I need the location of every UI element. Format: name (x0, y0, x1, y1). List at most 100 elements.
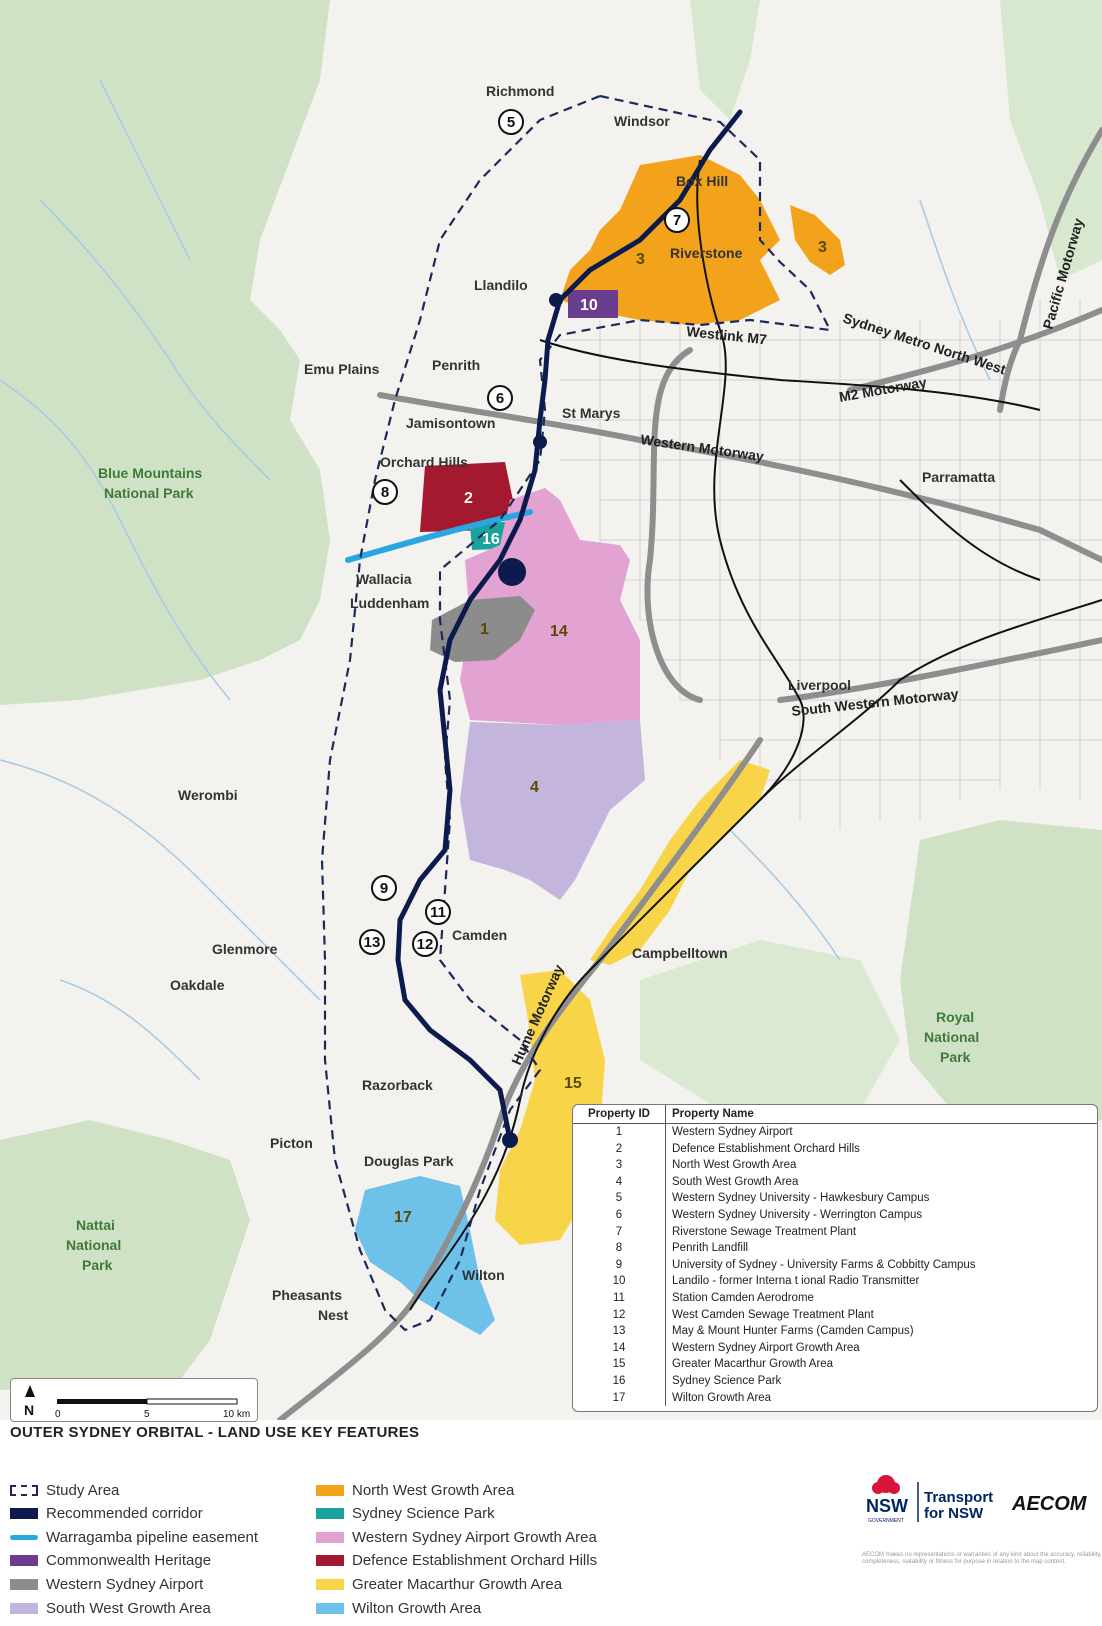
circle-marker-11: 11 (425, 899, 451, 925)
place-luddenham: Luddenham (350, 595, 429, 611)
legend-swatch (10, 1534, 38, 1540)
legend-item: Recommended corridor (10, 1504, 203, 1524)
circle-marker-12: 12 (412, 931, 438, 957)
property-id-cell: 4 (573, 1173, 666, 1191)
corridor-junction-north (549, 293, 563, 307)
map-title: OUTER SYDNEY ORBITAL - LAND USE KEY FEAT… (10, 1424, 420, 1441)
railways (409, 159, 1102, 1311)
royal-park-area (900, 820, 1102, 1140)
place-penrith: Penrith (432, 357, 480, 373)
commonwealth-heritage-area (568, 290, 618, 318)
urban-street-grid (560, 300, 1102, 830)
circle-marker-13: 13 (359, 929, 385, 955)
property-id-cell: 7 (573, 1223, 666, 1241)
place-glenmore: Glenmore (212, 941, 278, 957)
legend-swatch (316, 1484, 344, 1496)
place-wilton: Wilton (462, 1267, 505, 1283)
property-name-cell: West Camden Sewage Treatment Plant (672, 1308, 874, 1321)
property-id-cell: 15 (573, 1356, 666, 1373)
legend-item: Warragamba pipeline easement (10, 1527, 258, 1547)
legend-item: Defence Establishment Orchard Hills (316, 1551, 597, 1571)
svg-text:11: 11 (430, 904, 446, 921)
scale-bar: N 0 5 10 km (10, 1378, 258, 1422)
north-bushland-area (690, 0, 760, 120)
area-label-17: 17 (394, 1209, 412, 1226)
svg-text:9: 9 (380, 880, 388, 897)
place-picton: Picton (270, 1135, 313, 1151)
property-name-cell: Wilton Growth Area (672, 1391, 772, 1404)
legend-label: South West Growth Area (46, 1599, 211, 1617)
property-name-cell: May & Mount Hunter Farms (Camden Campus) (672, 1325, 914, 1338)
property-name-cell: Sydney Science Park (672, 1374, 782, 1387)
circle-marker-7: 7 (664, 207, 690, 233)
place-camden: Camden (452, 927, 507, 943)
legend-swatch (10, 1484, 38, 1496)
scale-tick-10: 10 km (223, 1409, 250, 1420)
place-razorback: Razorback (362, 1077, 433, 1093)
table-row: 4 South West Growth Area (573, 1173, 1097, 1191)
corridor-junction-hume (502, 1132, 518, 1148)
place-jamisontown: Jamisontown (406, 415, 495, 431)
legend-item: Western Sydney Airport (10, 1574, 203, 1594)
legend-item: Western Sydney Airport Growth Area (316, 1527, 597, 1547)
property-name-cell: South West Growth Area (672, 1175, 799, 1188)
scale-bar-graphic: N 0 5 10 km (24, 1385, 250, 1420)
property-id-cell: 12 (573, 1306, 666, 1324)
table-row: 11 Station Camden Aerodrome (573, 1289, 1097, 1307)
area-label-3a: 3 (636, 251, 645, 268)
nsw-waratah-icon (872, 1475, 900, 1494)
scale-segment-2 (146, 1398, 238, 1405)
legend-swatch (10, 1508, 38, 1520)
nattai-park-area (0, 1120, 250, 1390)
legend-label: Recommended corridor (46, 1505, 203, 1523)
legend-label: Study Area (46, 1481, 120, 1499)
legend-swatch (316, 1578, 344, 1590)
legend-label: Wilton Growth Area (352, 1599, 482, 1617)
area-label-14: 14 (550, 623, 568, 640)
place-liverpool: Liverpool (788, 677, 851, 693)
property-id-cell: 6 (573, 1206, 666, 1224)
property-name-cell: University of Sydney - University Farms … (672, 1258, 976, 1271)
place-riverstone: Riverstone (670, 245, 743, 261)
north-west-growth-area (560, 155, 780, 325)
circle-marker-5: 5 (498, 109, 524, 135)
property-id-cell: 14 (573, 1339, 666, 1357)
property-id-cell: 11 (573, 1289, 666, 1307)
property-id-cell: 13 (573, 1323, 666, 1340)
legend-item: North West Growth Area (316, 1480, 514, 1500)
property-name-cell: Western Sydney Airport (672, 1126, 793, 1138)
property-id-cell: 9 (573, 1256, 666, 1274)
table-row: 12 West Camden Sewage Treatment Plant (573, 1306, 1097, 1324)
land-use-map: 3 3 10 2 16 1 14 4 15 17 5 7 6 8 9 11 13… (0, 0, 1102, 1420)
property-name-cell: Station Camden Aerodrome (672, 1291, 814, 1304)
park-nattai-line1: Nattai (76, 1217, 115, 1233)
legend-swatch (10, 1602, 38, 1614)
svg-text:5: 5 (507, 114, 515, 131)
place-st-marys: St Marys (562, 405, 621, 421)
svg-text:6: 6 (496, 390, 504, 407)
disclaimer-text: AECOM makes no representations or warran… (862, 1552, 1102, 1565)
defence-orchard-hills-area (420, 462, 515, 532)
table-row: 9 University of Sydney - University Farms… (573, 1256, 1097, 1274)
place-richmond: Richmond (486, 83, 554, 99)
legend-item: Wilton Growth Area (316, 1598, 481, 1618)
legend-swatch (316, 1602, 344, 1614)
legend-label: Western Sydney Airport Growth Area (352, 1528, 597, 1546)
property-name-cell: Defence Establishment Orchard Hills (672, 1142, 860, 1155)
property-id-cell: 5 (573, 1190, 666, 1207)
logo-group: NSW GOVERNMENT Transport for NSW AECOM (866, 1475, 1088, 1524)
park-royal-line1: Royal (936, 1009, 974, 1025)
legend-item: Study Area (10, 1480, 119, 1500)
corridor-junction-m4 (533, 435, 547, 449)
logos: NSW GOVERNMENT Transport for NSW AECOM (862, 1470, 1102, 1530)
area-label-1: 1 (480, 621, 489, 638)
